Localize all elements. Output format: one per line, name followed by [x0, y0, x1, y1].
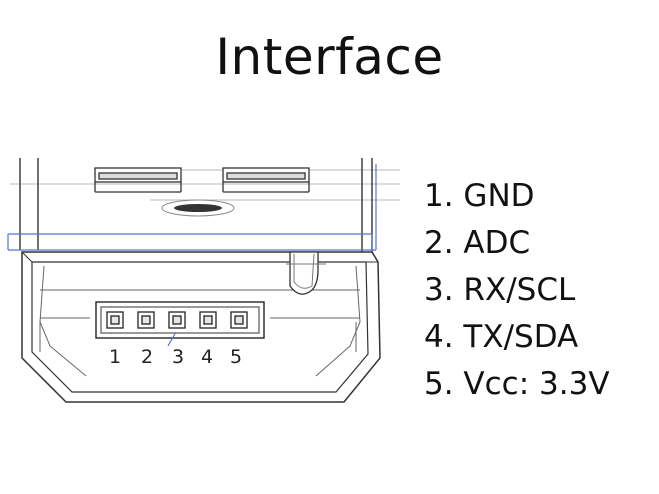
blue-marker — [167, 331, 177, 347]
connector-pin-4 — [199, 311, 217, 329]
top-slot-right — [222, 167, 310, 193]
pin-assignment-5: 5. Vcc: 3.3V — [424, 366, 610, 402]
pin-number-labels: 1 2 3 4 5 — [109, 346, 242, 368]
connector-pins — [106, 311, 248, 329]
pin-number-1: 1 — [109, 346, 121, 368]
top-slot-left — [94, 167, 182, 193]
housing-side-walls — [19, 158, 373, 252]
connector-pin-5 — [230, 311, 248, 329]
pin-number-5: 5 — [230, 346, 242, 368]
oval-hole — [161, 199, 235, 217]
blue-guide-lines — [7, 164, 377, 252]
module-drawing: 1 2 3 4 5 — [7, 158, 400, 403]
connector-pin-3 — [168, 311, 186, 329]
pin-assignment-3: 3. RX/SCL — [424, 272, 576, 308]
connector-pin-2 — [137, 311, 155, 329]
connector-pin-1 — [106, 311, 124, 329]
pin-assignment-1: 1. GND — [424, 178, 535, 214]
page-title: Interface — [215, 28, 444, 86]
latch-post — [286, 251, 326, 295]
pin-assignment-list: 1. GND 2. ADC 3. RX/SCL 4. TX/SDA 5. Vcc… — [424, 173, 610, 408]
pin-assignment-4: 4. TX/SDA — [424, 319, 579, 355]
pin-number-4: 4 — [201, 346, 213, 368]
pin-assignment-2: 2. ADC — [424, 225, 531, 261]
pin-number-3: 3 — [172, 346, 184, 368]
pin-number-2: 2 — [141, 346, 153, 368]
background-sketch-lines — [10, 169, 400, 201]
